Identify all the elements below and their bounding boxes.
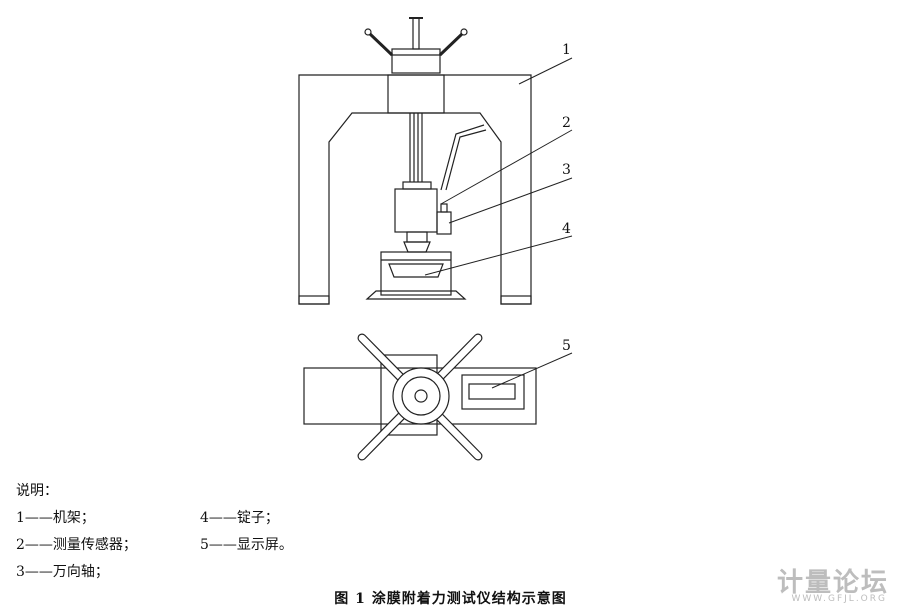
- watermark-text: 计量论坛: [776, 568, 889, 598]
- frame-left-foot: [298, 295, 330, 305]
- vertical-rods: [409, 113, 423, 182]
- plan-knob-inner: [401, 376, 441, 416]
- callout-2: 2: [562, 115, 571, 131]
- legend-item-3: 3——万向轴；: [16, 564, 109, 580]
- callout-3: 3: [562, 162, 571, 178]
- callout-numbers: 1 2 3 4 5: [562, 42, 571, 354]
- top-handle-left: [367, 31, 394, 57]
- sensor-body: [394, 188, 438, 233]
- frame-right-foot: [500, 295, 532, 305]
- figure-caption: 图 1 涂膜附着力测试仪结构示意图: [334, 591, 567, 607]
- top-box: [391, 48, 441, 74]
- watermark-url: WWW.GFJL.ORG: [791, 594, 887, 604]
- frame-top-block: [387, 74, 445, 114]
- legend-item-5: 5——显示屏。: [200, 537, 293, 553]
- frame: [298, 74, 532, 305]
- universal-joint: [403, 231, 431, 253]
- dolly-housing: [380, 251, 452, 296]
- plan-knob-center: [414, 389, 428, 403]
- callout-4: 4: [562, 221, 571, 237]
- legend-item-4: 4——锭子；: [200, 510, 279, 526]
- dolly-base: [365, 290, 467, 300]
- display-screen-inner: [468, 383, 516, 400]
- legend-item-1: 1——机架；: [16, 510, 95, 526]
- leader-lines: [424, 57, 573, 389]
- display-screen-outer: [461, 374, 525, 410]
- measuring-sensor: [394, 181, 452, 235]
- top-spindle: [412, 17, 420, 50]
- callout-1: 1: [562, 42, 571, 58]
- dolly-body: [388, 263, 444, 278]
- sensor-cable: [440, 124, 485, 191]
- top-handle-right: [438, 31, 465, 57]
- legend-title: 说明：: [16, 483, 58, 499]
- legend-item-2: 2——测量传感器；: [16, 537, 137, 553]
- top-knob-assembly: [364, 17, 468, 74]
- dolly: [365, 251, 467, 300]
- sensor-side-box: [436, 211, 452, 235]
- plan-view: [303, 333, 537, 461]
- callout-5: 5: [562, 338, 571, 354]
